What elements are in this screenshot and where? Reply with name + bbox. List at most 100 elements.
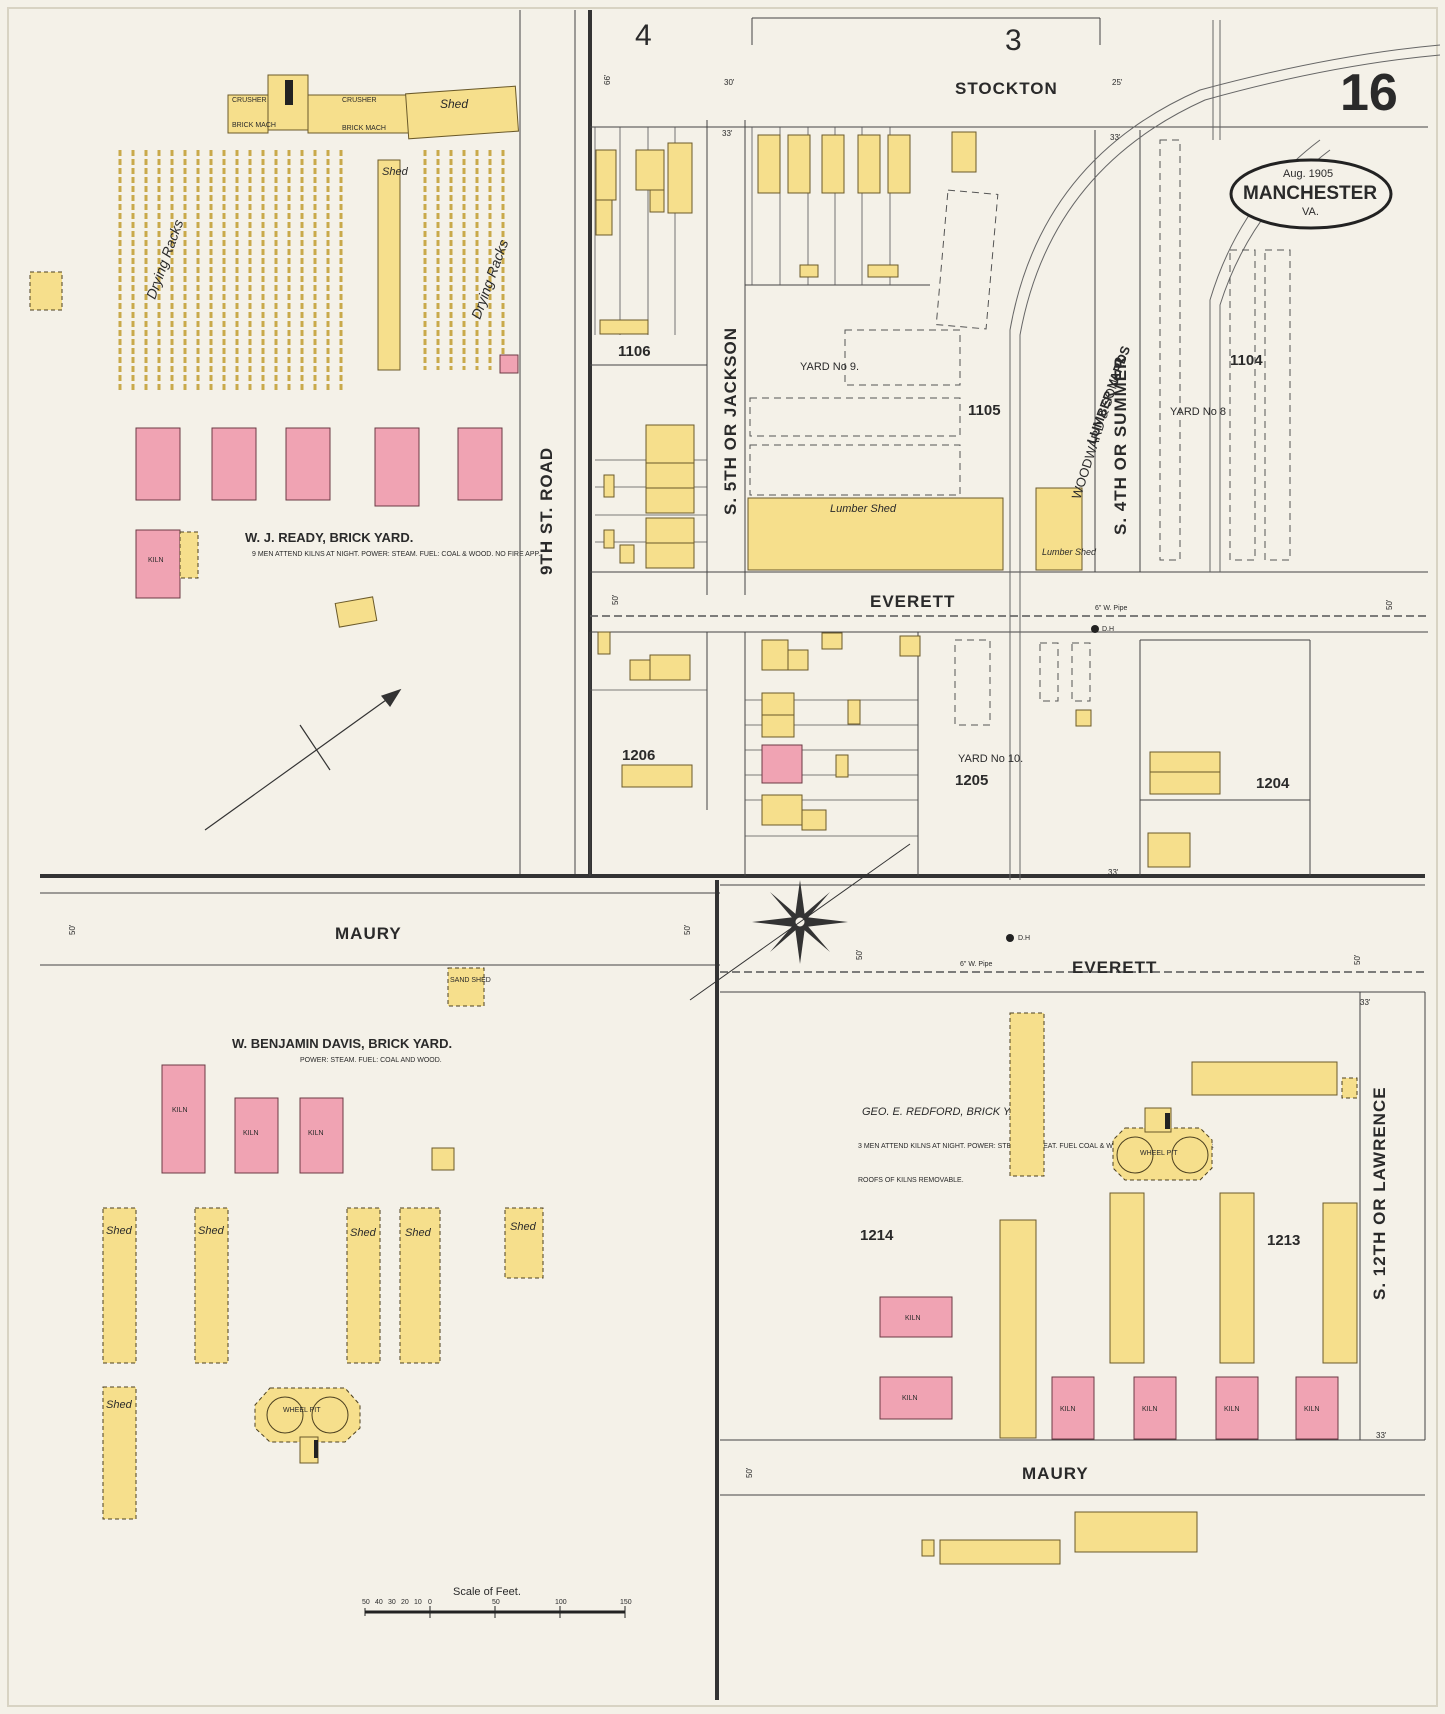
shed-everett-4 [835,754,849,778]
dwelling-301 [649,654,691,681]
small-bldg-davis [431,1147,455,1171]
street-everett-lower: EVERETT [1072,958,1157,977]
kiln-h-label: KILN [902,1395,918,1402]
wheel-left-redford [1116,1136,1154,1174]
kiln-b-davis [161,1064,206,1174]
width-everett-lower-50b: 50' [1353,954,1362,965]
dwelling-233 [1149,771,1221,795]
kiln-l1 [211,427,257,501]
width-jackson-30: 30' [724,78,735,87]
width-maury-50a: 50' [68,924,77,935]
shed-f-redford [1219,1192,1255,1364]
outbuilding-1106 [599,319,649,335]
dwelling-418 [857,134,881,194]
dwelling-213 [645,424,695,464]
kiln-p-shed [179,531,199,579]
shed-h-davis [346,1207,381,1364]
block-1214: 1214 [860,1227,894,1244]
dwelling-310-rear [801,809,827,831]
scale-tick-10: 10 [414,1599,422,1606]
kiln-c-davis [234,1097,279,1174]
dwelling-235 [1149,751,1221,773]
width-everett-lower-50a: 50' [855,949,864,960]
shed-d-redford [999,1219,1037,1439]
kiln-k-label: KILN [1142,1406,1158,1413]
kiln-l-redford [1215,1376,1259,1440]
scale-tick-150: 150 [620,1599,632,1606]
block-1206: 1206 [622,747,655,764]
lumber-shed-label: Lumber Shed [830,503,897,515]
dh-label-lower: D.H [1018,935,1030,942]
ready-yard-title: W. J. READY, BRICK YARD. [245,530,413,545]
scale-title: Scale of Feet. [453,1586,521,1598]
dwelling-504-rear [595,199,613,236]
shed-e-label: Shed [106,1225,133,1237]
shed-301 [629,659,651,681]
small-kiln-j [499,354,519,374]
title-state: VA. [1302,206,1319,218]
shed-o-redford [1074,1511,1198,1553]
dwelling-307 [621,764,693,788]
building-stockton-east [951,131,977,173]
kiln-l2 [285,427,331,501]
shed-j-davis [399,1207,441,1364]
dwelling-300 [761,639,789,671]
sand-shed [447,967,485,1007]
street-summer: S. 4TH OR SUMMER [1111,356,1130,535]
sand-shed-label: SAND SHED [450,977,491,984]
scale-tick-20: 20 [401,1599,409,1606]
kiln-d-davis [299,1097,344,1174]
dwelling-422 [787,134,811,194]
kiln-m-label: KILN [1304,1406,1320,1413]
dwelling-218 [1147,832,1191,868]
kiln-j-label: KILN [1060,1406,1076,1413]
dwelling-502-rear [649,189,665,213]
redford-title: GEO. E. REDFORD, BRICK YARD. [862,1106,1036,1118]
dwelling-310 [761,794,803,826]
dwelling-302 [761,692,795,716]
street-maury-lower: MAURY [1022,1464,1089,1483]
shed-d-label: Shed [440,97,468,111]
shed-219 [603,529,615,549]
shed-h-label: Shed [350,1227,377,1239]
drying-racks-right [423,150,505,370]
brick-mach-label: BRICK MACH [232,122,276,129]
yard9-outline-1 [935,189,999,330]
dwelling-215 [645,462,695,489]
yard10-outline-2 [1039,642,1059,702]
crusher-label: CRUSHER [232,97,267,104]
dwelling-304 [761,714,795,738]
kiln-p [135,529,181,599]
shed-a-redford [1009,1012,1045,1177]
dwelling-424 [757,134,781,194]
shed-j-label: Shed [405,1227,432,1239]
yard10-outline-3 [1071,642,1091,702]
width-lawrence-33-bottom: 33' [1376,1431,1387,1440]
shed-row-1 [799,264,819,278]
brick-mach-label-2: BRICK MACH [342,125,386,132]
shed-row-2 [867,264,899,278]
shed-e-davis [102,1207,137,1364]
shed-f-label: Shed [198,1225,225,1237]
boiler-stack [285,80,293,105]
wheel-pit-davis-label: WHEEL PIT [283,1407,321,1414]
wheel-left-davis [266,1396,304,1434]
dwelling-420 [821,134,845,194]
dwelling-221 [645,542,695,569]
street-maury: MAURY [335,924,402,943]
dwelling-306-brick [761,744,803,784]
kiln-h-redford [879,1376,953,1420]
dwelling-416 [887,134,911,194]
block-1204: 1204 [1256,775,1290,792]
scale-tick-30: 30 [388,1599,396,1606]
shed-k-label: Shed [510,1221,537,1233]
davis-yard-title: W. BENJAMIN DAVIS, BRICK YARD. [232,1036,452,1051]
yard8-label: YARD No 8 [1170,406,1226,418]
shed-g-redford [1322,1202,1358,1364]
yard9-outline-2 [844,329,961,386]
yard8-stacks [1159,139,1291,561]
kiln-m-redford [1295,1376,1339,1440]
brick-machine-building [307,94,414,134]
shed-b-end [1341,1077,1358,1099]
redford-note2: ROOFS OF KILNS REMOVABLE. [858,1177,964,1184]
